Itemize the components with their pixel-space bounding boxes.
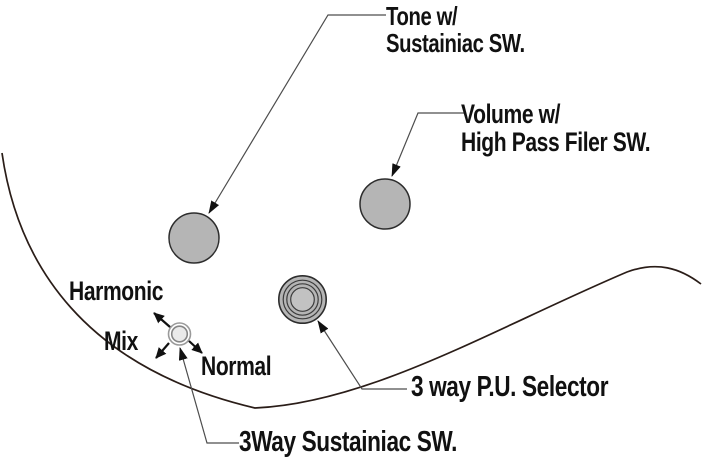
pickup-selector-ring-3: [286, 283, 319, 316]
mix-position-label: Mix: [104, 326, 138, 356]
harmonic-arrow: [153, 312, 171, 328]
volume-leader-line: [391, 112, 464, 177]
volume-label: Volume w/ High Pass Filer SW.: [461, 99, 651, 157]
guitar-body-outline: [1, 152, 702, 409]
normal-arrow: [188, 340, 203, 354]
tone-knob: [168, 212, 220, 264]
tone-label: Tone w/ Sustainiac SW.: [386, 3, 525, 57]
sustainiac-switch-cap: [170, 325, 189, 343]
tone-label-line1: Tone w/: [386, 1, 458, 31]
normal-position-label: Normal: [201, 351, 272, 381]
sustainiac-switch-leader-line: [178, 347, 239, 444]
harmonic-position-label: Harmonic: [69, 276, 164, 306]
pu-selector-label: 3 way P.U. Selector: [411, 371, 609, 403]
pu-selector-leader-line: [317, 320, 407, 390]
tone-leader-line: [208, 14, 386, 214]
sustainiac-switch-label: 3Way Sustainiac SW.: [239, 426, 458, 458]
pickup-selector: [277, 274, 327, 324]
volume-label-line1: Volume w/: [461, 99, 561, 129]
volume-label-line2: High Pass Filer SW.: [461, 127, 651, 157]
tone-label-line2: Sustainiac SW.: [386, 28, 525, 58]
mix-arrow: [155, 342, 170, 359]
volume-knob: [359, 178, 411, 230]
pickup-selector-ring-2: [282, 279, 323, 320]
pickup-selector-cap: [290, 287, 315, 312]
sustainiac-switch: [167, 322, 192, 346]
